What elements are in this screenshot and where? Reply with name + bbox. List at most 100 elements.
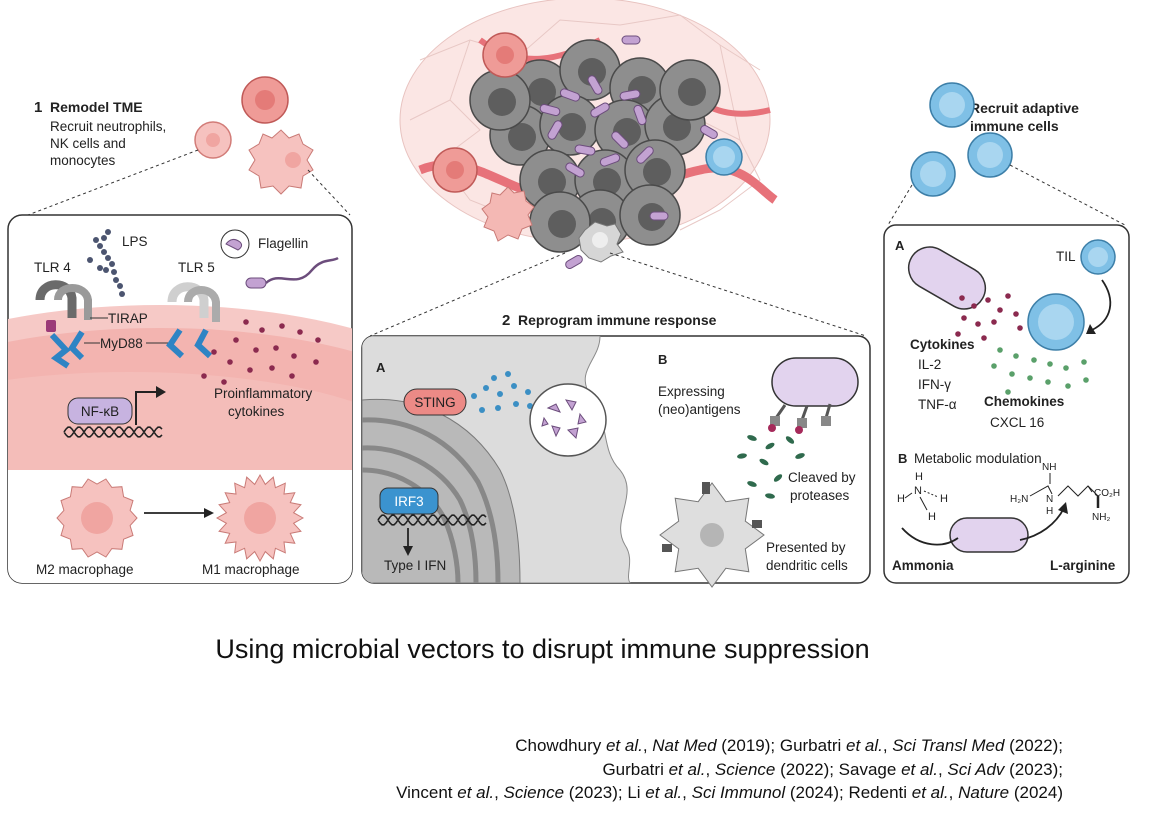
chemokine-dot: [1005, 389, 1011, 395]
reference-segment: et al.: [645, 783, 683, 802]
references: Chowdhury et al., Nat Med (2019); Gurbat…: [396, 734, 1063, 805]
bacterium: [611, 131, 629, 149]
bacterium: [599, 153, 621, 167]
reference-segment: (2019); Gurbatri: [716, 736, 846, 755]
cytokine-dot: [1013, 311, 1019, 317]
chemokine-dot: [1081, 359, 1087, 365]
ammonia-structure: H N H H H: [897, 471, 948, 523]
chemokine-dot: [1013, 353, 1019, 359]
nfkb-box: [67, 397, 133, 425]
chemokine-dot: [997, 347, 1003, 353]
chemokines-title: Chemokines: [984, 394, 1064, 409]
cytokine-dot: [315, 337, 321, 343]
panel-3b-letter: B: [898, 451, 907, 466]
chem-atom: NH₂: [1092, 512, 1110, 523]
cytokine-dot: [247, 367, 253, 373]
section-1-header: 1 Remodel TME Recruit neutrophils, NK ce…: [34, 76, 314, 195]
reference-segment: Sci Adv: [947, 759, 1005, 779]
m2-macrophage-cell: [56, 478, 138, 558]
chemokine-dot: [1063, 365, 1069, 371]
bacterium: [636, 146, 654, 164]
ifn-dot: [491, 375, 497, 381]
cytokine-dot: [269, 365, 275, 371]
tlr4-label: TLR 4: [34, 260, 71, 275]
panel-2a-letter: A: [376, 360, 386, 375]
bacterium: [565, 255, 583, 269]
metabolic-modulation-title: Metabolic modulation: [914, 451, 1042, 466]
reference-segment: Chowdhury: [515, 736, 606, 755]
cytokine-dot: [259, 327, 265, 333]
cleaved-label-line: proteases: [790, 488, 850, 503]
chem-atom: NH: [1042, 462, 1056, 473]
cytokine-dot: [211, 349, 217, 355]
chem-atom: CO₂H: [1094, 488, 1120, 499]
cytokine-dot: [279, 323, 285, 329]
nfkb-label: NF-κB: [81, 404, 119, 419]
reference-segment: Gurbatri: [602, 759, 669, 779]
tumor-microenvironment-illustration: [399, 0, 778, 269]
callout-line: [1009, 164, 1126, 226]
cytokine-dot: [1005, 293, 1011, 299]
cleaved-antigen-fragments: [737, 435, 805, 499]
panel-remodel-tme: LPS TLR 4 TIRAP MyD88 TLR 5 Flagellin: [7, 214, 353, 584]
callout-line: [369, 252, 566, 337]
panel-reprogram-immune-response: A STING IRF3 Type I IFN B Expressing (ne…: [361, 335, 871, 588]
cytokine-dots: [955, 293, 1023, 341]
reference-segment: Science: [503, 783, 565, 802]
presenting-dendritic-cell: [659, 482, 765, 588]
cytokine-dot: [289, 373, 295, 379]
tumor-mass: [469, 39, 721, 253]
expressing-label-line: (neo)antigens: [658, 402, 741, 417]
reference-segment: ,: [682, 783, 692, 802]
m2-macrophage-label: M2 macrophage: [36, 562, 134, 577]
bacterium: [649, 211, 669, 221]
chemokine-dot: [991, 363, 997, 369]
bacterium: [621, 35, 641, 45]
chem-atom: H: [928, 511, 936, 523]
proinflammatory-label-line: Proinflammatory: [214, 386, 313, 401]
cytokine-dot: [975, 321, 981, 327]
reference-line: Chowdhury et al., Nat Med (2019); Gurbat…: [396, 734, 1063, 758]
cytokine-dot: [291, 353, 297, 359]
reference-segment: (2023);: [1004, 759, 1063, 779]
cytokine-dot: [201, 373, 207, 379]
callout-line: [307, 169, 351, 216]
cytokine-dot: [981, 335, 987, 341]
cytokine-dot: [233, 337, 239, 343]
bacterium: [559, 88, 581, 102]
cytokine-item: TNF-α: [918, 397, 957, 412]
transcription-arrow: [135, 391, 160, 425]
reference-segment: Nat Med: [652, 736, 717, 755]
cytokine-dot: [961, 315, 967, 321]
cytokines-title: Cytokines: [910, 337, 975, 352]
reference-segment: (2024): [1009, 783, 1063, 802]
reference-segment: Sci Transl Med: [892, 736, 1005, 755]
chem-atom: H: [915, 471, 923, 483]
cytokine-item: IL-2: [918, 357, 941, 372]
antigen-display: [768, 403, 832, 434]
section-1-desc-line: Recruit neutrophils,: [50, 119, 166, 134]
cytokine-dot: [221, 379, 227, 385]
chem-atom: N: [914, 485, 922, 497]
flagellin-label: Flagellin: [258, 236, 308, 251]
chemokine-dot: [1009, 371, 1015, 377]
ifn-dot: [505, 371, 511, 377]
reference-segment: ,: [642, 736, 653, 755]
bacterium: [633, 104, 647, 126]
panel-3a-letter: A: [895, 238, 905, 253]
antigen-fragment: [765, 493, 775, 499]
bacterium: [539, 103, 561, 117]
bacterium: [565, 162, 585, 178]
section-1-desc-line: NK cells and: [50, 136, 126, 151]
sting-box: [403, 388, 467, 416]
monocyte: [248, 129, 314, 195]
tlr5-label: TLR 5: [178, 260, 215, 275]
lps-molecule: [87, 229, 125, 297]
bacterium: [700, 125, 718, 139]
chemokine-dots: [991, 347, 1089, 395]
monocyte: [481, 186, 535, 242]
degraded-bacteria-fragments: [541, 399, 587, 440]
conversion-arrow: [901, 527, 959, 546]
reference-segment: (2022);: [1004, 736, 1063, 755]
reference-segment: et al.: [901, 759, 938, 779]
